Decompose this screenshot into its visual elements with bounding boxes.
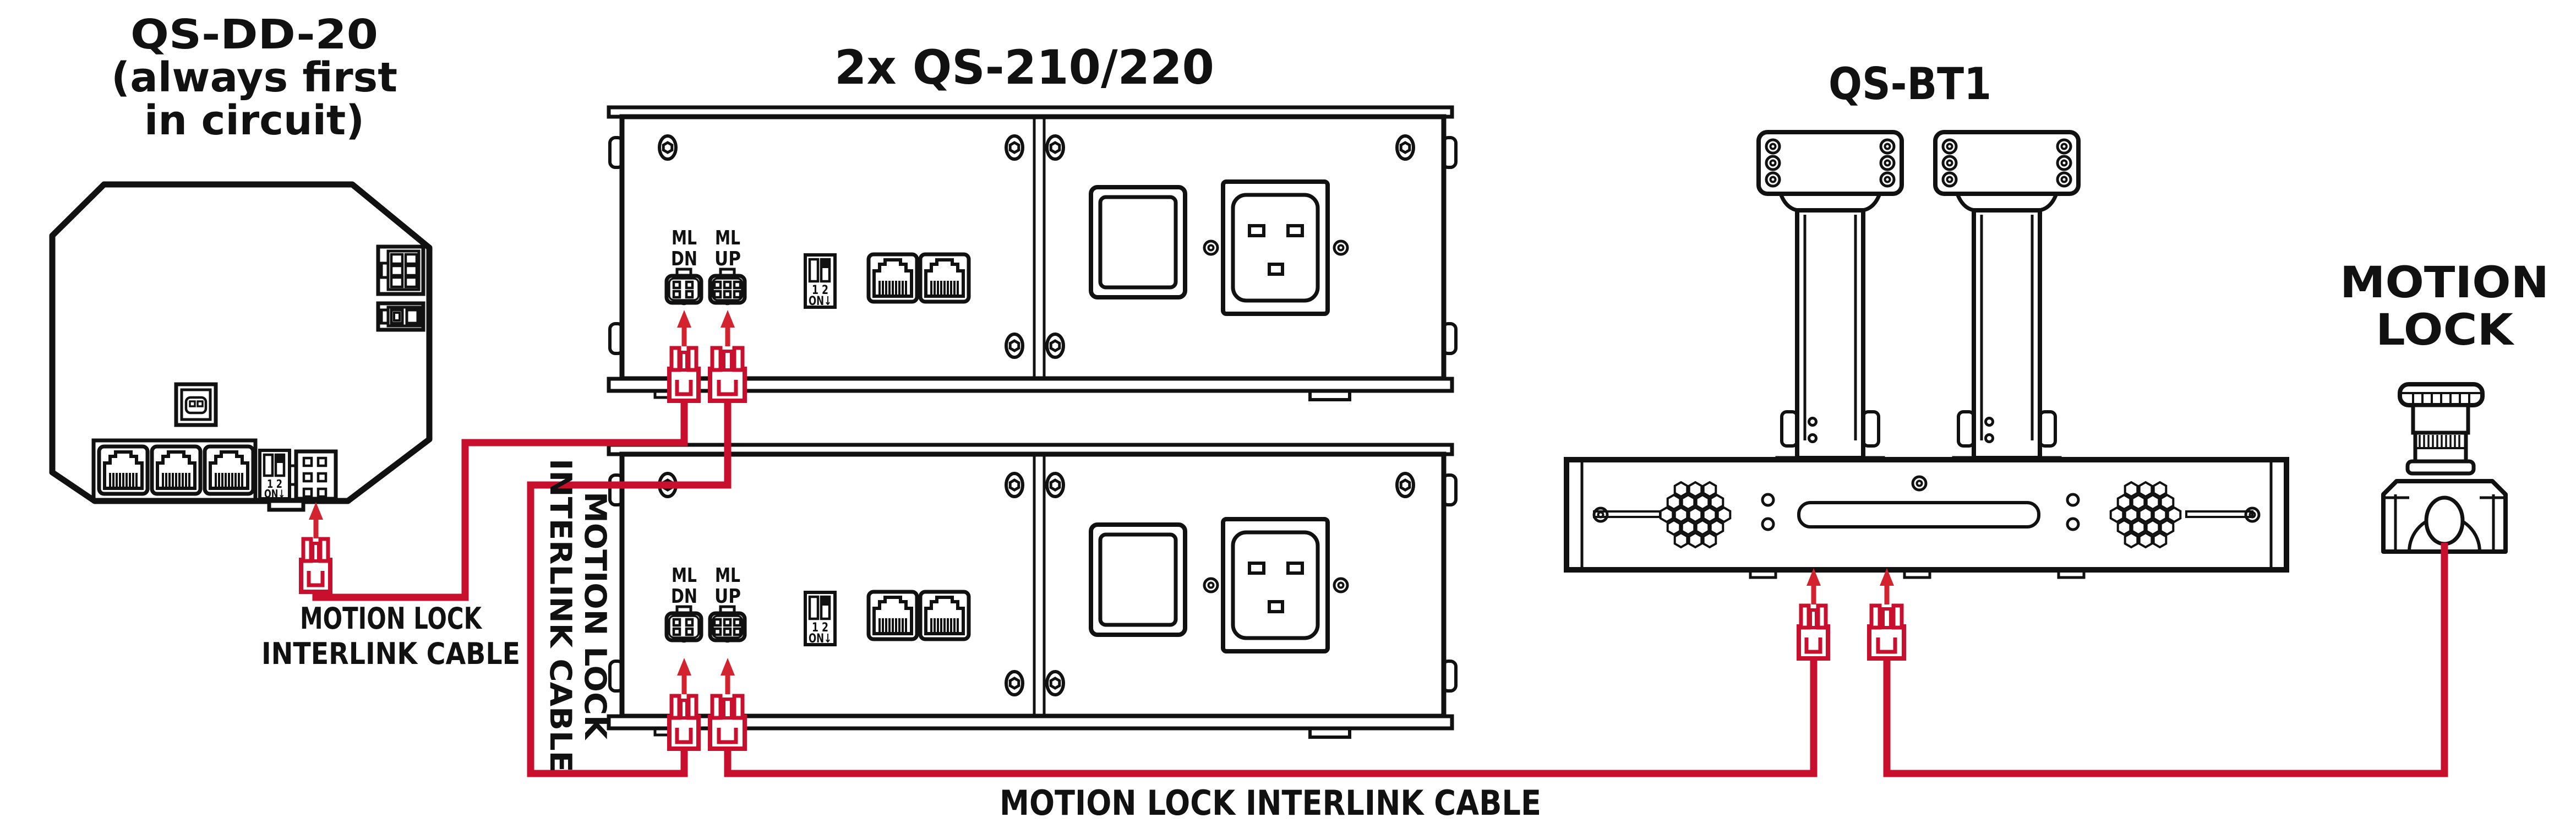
bottom-flange xyxy=(607,714,1454,731)
cable-label-vertical: MOTION LOCK INTERLINK CABLE xyxy=(543,459,613,772)
dip-numbers: 1 2 xyxy=(812,621,828,635)
qsdd-power-connector-6pin-icon xyxy=(376,244,425,296)
cable-label-left: MOTION LOCK INTERLINK CABLE xyxy=(261,601,520,671)
cable-label-bottom: MOTION LOCK INTERLINK CABLE xyxy=(1000,783,1541,823)
ml-plug-icon xyxy=(669,696,698,749)
ml-plug-icon xyxy=(301,539,330,592)
qsdd-connector-2pin-icon xyxy=(376,301,425,332)
qsdd-foot-tab xyxy=(267,499,305,512)
qsdd-motion-lock-connector-icon xyxy=(288,449,338,501)
estop-ring xyxy=(2405,459,2476,476)
power-rocker-switch-icon xyxy=(1089,522,1187,637)
panel-divider xyxy=(1033,117,1046,379)
qsdd-housing xyxy=(49,181,433,504)
flow-arrow-icon xyxy=(309,502,323,538)
qsdd-dip-switch-icon: 1 2 ON↓ xyxy=(258,449,291,500)
c20-power-inlet-icon xyxy=(1221,179,1330,316)
qsdd-device: 1 2 ON↓ xyxy=(49,181,433,512)
power-rocker-switch-icon xyxy=(1089,185,1187,299)
interlink-cable-1 xyxy=(312,400,688,601)
ml-dn-label: ML xyxy=(672,564,697,587)
qsdd-dip-numbers: 1 2 xyxy=(267,477,282,491)
qsdd-dip-on-label: ON↓ xyxy=(264,487,285,500)
ml-dn-label: DN xyxy=(671,248,697,270)
dip-on-label: ON↓ xyxy=(809,632,832,646)
qsdd-rj45-bank xyxy=(91,438,258,502)
interlink-cable-2 xyxy=(527,400,732,777)
ml-plug-icon xyxy=(669,348,698,401)
ml-plug-icon xyxy=(710,696,745,749)
svg-text:in circuit): in circuit) xyxy=(144,97,364,144)
dip-switch-icon: 1 2 ON↓ xyxy=(804,591,837,646)
interlink-cable-4 xyxy=(1883,543,2448,777)
qsdd-title: QS-DD-20 (always first in circuit) xyxy=(111,11,397,144)
svg-text:INTERLINK CABLE: INTERLINK CABLE xyxy=(543,459,578,772)
svg-text:MOTION LOCK: MOTION LOCK xyxy=(300,601,483,636)
estop-button-icon xyxy=(2381,382,2508,554)
ml-up-label: ML xyxy=(715,227,740,249)
svg-text:MOTION: MOTION xyxy=(2340,258,2549,308)
handle-slot xyxy=(1797,501,2040,529)
motion-lock-title: MOTION LOCK xyxy=(2340,258,2549,355)
interlink-cable-3 xyxy=(724,657,1818,777)
estop-cable-gland xyxy=(2424,495,2465,546)
dip-numbers: 1 2 xyxy=(812,284,828,297)
panel-divider xyxy=(1033,454,1046,716)
svg-text:(always first: (always first xyxy=(111,54,397,101)
ml-plug-icon xyxy=(1799,606,1828,658)
dip-on-label: ON↓ xyxy=(809,295,832,308)
bt-post xyxy=(1935,132,2078,470)
ml-up-label: UP xyxy=(714,585,741,608)
ml-dn-label: DN xyxy=(671,585,697,608)
seam-slot xyxy=(2185,510,2253,518)
estop-collar xyxy=(2411,403,2470,435)
flow-arrow-icon xyxy=(1807,568,1821,604)
c20-power-inlet-icon xyxy=(1221,517,1330,653)
bottom-flange xyxy=(607,377,1454,393)
qs210-title: 2x QS-210/220 xyxy=(834,40,1214,95)
svg-text:QS-DD-20: QS-DD-20 xyxy=(130,11,378,58)
svg-text:MOTION LOCK: MOTION LOCK xyxy=(578,492,613,740)
dip-switch-icon: 1 2 ON↓ xyxy=(804,253,837,309)
qs210-unit-2: ML DN ML UP 1 2 ON↓ xyxy=(607,443,1458,739)
qsbt1-title: QS-BT1 xyxy=(1829,58,1991,110)
svg-text:INTERLINK CABLE: INTERLINK CABLE xyxy=(261,636,520,671)
ml-up-label: ML xyxy=(715,564,740,587)
flow-arrow-icon xyxy=(1880,568,1894,604)
bt-post xyxy=(1759,132,1902,470)
ml-dn-label: ML xyxy=(672,227,697,249)
svg-text:LOCK: LOCK xyxy=(2376,306,2515,355)
ml-plug-icon xyxy=(1869,606,1904,658)
usb-b-port-icon xyxy=(174,382,218,427)
qsbt1-device xyxy=(1564,132,2289,579)
qs210-unit-1: ML DN ML UP 1 2 ON↓ xyxy=(607,105,1458,401)
ml-plug-icon xyxy=(710,348,745,401)
qsbt1-base-bar xyxy=(1564,457,2289,579)
ml-up-label: UP xyxy=(714,248,741,270)
